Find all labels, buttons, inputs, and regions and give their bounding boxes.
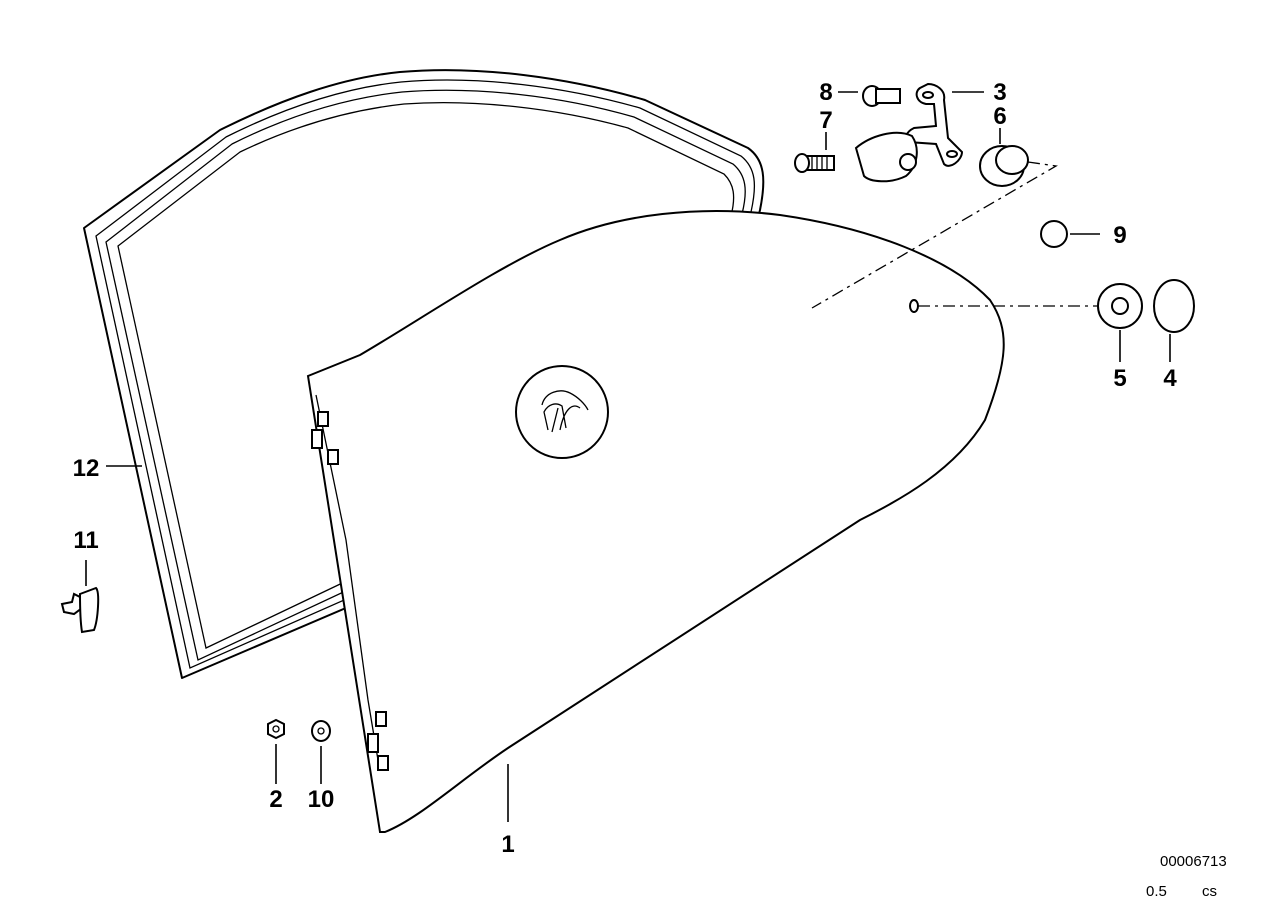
callout-5: 5	[1113, 365, 1126, 392]
callout-2: 2	[269, 786, 282, 813]
scale-label: 0.5	[1146, 883, 1167, 900]
code-label: cs	[1202, 883, 1217, 900]
detail-magnifier-icon	[515, 365, 609, 459]
washer-part-10	[311, 720, 331, 742]
clip-part-11	[60, 586, 100, 634]
callout-10: 10	[308, 786, 335, 813]
cap-part-9	[1040, 220, 1068, 248]
washer-part-5	[1097, 283, 1143, 329]
drawing-number: 00006713	[1160, 853, 1227, 870]
callout-12: 12	[73, 455, 100, 482]
callout-3: 3	[993, 79, 1006, 106]
door-glass-part-1	[306, 210, 1005, 833]
callout-8: 8	[819, 79, 832, 106]
screw-part-7	[794, 153, 835, 173]
callout-4: 4	[1163, 365, 1177, 392]
hinge-bracket-part-3	[854, 82, 964, 183]
callout-6: 6	[993, 103, 1006, 130]
callout-1: 1	[501, 831, 514, 858]
grommet-part-6	[811, 145, 1058, 309]
callout-11: 11	[73, 527, 98, 554]
nut-part-2	[267, 718, 285, 740]
bolt-part-8	[862, 85, 901, 107]
cover-part-4	[1153, 279, 1195, 333]
callout-7: 7	[819, 107, 832, 134]
leader-lines	[85, 91, 1171, 822]
callout-9: 9	[1113, 222, 1126, 249]
